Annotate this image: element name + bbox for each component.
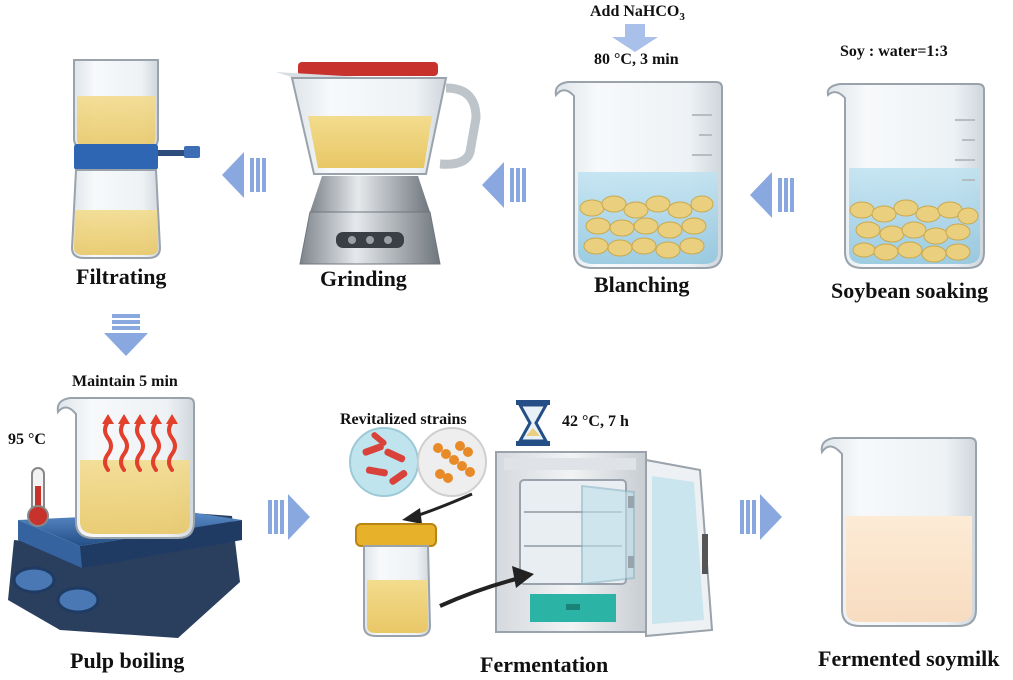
inoculation-arrowhead-icon [402,508,422,524]
soaking-beaker-icon [826,83,985,269]
fermentation-label: Fermentation [480,652,609,677]
additive-subscript: 3 [679,11,685,24]
inoculation-arrow-icon [415,492,473,518]
grinding-label: Grinding [320,266,407,291]
blanching-beaker-icon [554,81,723,269]
transfer-arrowhead-icon [512,566,534,588]
culture-jar-icon [355,523,437,637]
fermented-beaker-icon [820,437,977,627]
boiling-duration-note: Maintain 5 min [72,373,178,390]
boiling-temperature: 95 °C [8,431,46,448]
filter-icon [70,59,200,259]
flow-arrow-2 [482,162,526,208]
blanching-label: Blanching [594,272,690,297]
blanching-additive-note: Add NaHCO3 [590,4,685,23]
bacteria-cocci-icon [417,427,487,497]
thermometer-icon [27,467,49,527]
soaking-ratio-note: Soy : water=1:3 [840,43,948,60]
flow-arrow-1 [750,172,794,218]
incubator-icon [495,451,714,638]
add-reagent-arrow-icon [612,24,658,52]
pulp-boiling-label: Pulp boiling [70,648,185,673]
soaking-label: Soybean soaking [831,278,989,303]
blanching-condition: 80 °C, 3 min [594,51,679,68]
flow-arrow-6 [740,494,782,540]
product-label: Fermented soymilk [818,646,1000,671]
filtrating-label: Filtrating [76,264,167,289]
flow-arrow-5 [268,494,310,540]
flow-arrow-3 [222,152,266,198]
flow-arrow-4 [104,314,148,356]
hourglass-icon [516,400,550,446]
boiling-beaker-icon [56,397,195,539]
bacteria-rod-icon [349,427,419,497]
blender-icon [276,62,481,265]
additive-name: Add NaHCO [590,3,680,20]
fermentation-condition: 42 °C, 7 h [562,413,629,430]
strains-note: Revitalized strains [340,411,467,428]
transfer-arrow-icon [439,576,521,608]
